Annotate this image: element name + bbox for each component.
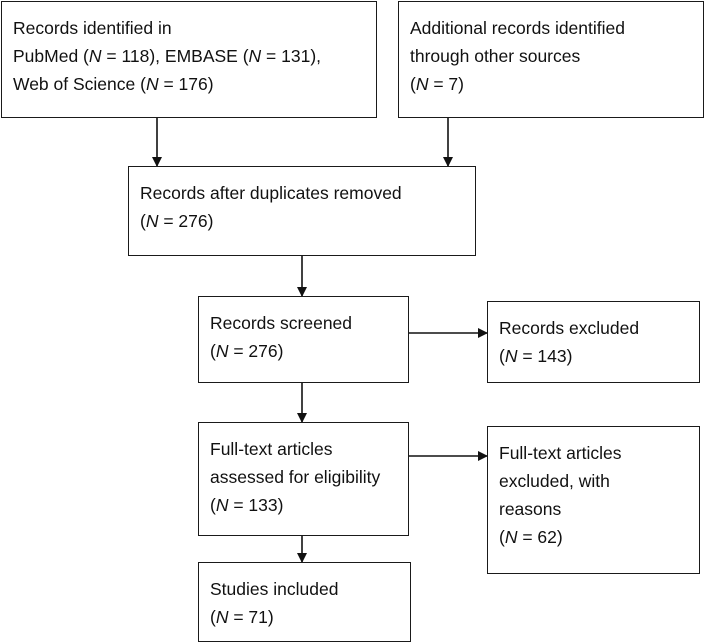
fulltext-excluded-line2: excluded, with bbox=[499, 471, 610, 491]
additional-records-box: Additional records identified through ot… bbox=[398, 1, 704, 118]
duplicates-removed-line2: (N = 276) bbox=[140, 211, 214, 231]
additional-records-line3: (N = 7) bbox=[410, 74, 464, 94]
studies-included-line1: Studies included bbox=[210, 579, 339, 599]
records-excluded-line2: (N = 143) bbox=[499, 346, 573, 366]
fulltext-assessed-line2: assessed for eligibility bbox=[210, 467, 381, 487]
records-excluded-box: Records excluded (N = 143) bbox=[487, 301, 700, 383]
duplicates-removed-box: Records after duplicates removed (N = 27… bbox=[128, 166, 476, 256]
records-excluded-line1: Records excluded bbox=[499, 318, 640, 338]
records-identified-line2: PubMed (N = 118), EMBASE (N = 131), bbox=[13, 46, 322, 66]
records-identified-box: Records identified in PubMed (N = 118), … bbox=[1, 1, 377, 118]
studies-included-box: Studies included (N = 71) bbox=[198, 562, 411, 642]
records-identified-line3: Web of Science (N = 176) bbox=[13, 74, 214, 94]
fulltext-excluded-line4: (N = 62) bbox=[499, 527, 563, 547]
additional-records-line2: through other sources bbox=[410, 46, 581, 66]
fulltext-excluded-line3: reasons bbox=[499, 499, 562, 519]
studies-included-line2: (N = 71) bbox=[210, 607, 274, 627]
fulltext-assessed-line3: (N = 133) bbox=[210, 495, 284, 515]
records-screened-line1: Records screened bbox=[210, 313, 353, 333]
duplicates-removed-line1: Records after duplicates removed bbox=[140, 183, 402, 203]
fulltext-assessed-box: Full-text articles assessed for eligibil… bbox=[198, 422, 409, 536]
fulltext-excluded-box: Full-text articles excluded, with reason… bbox=[487, 426, 700, 574]
fulltext-assessed-line1: Full-text articles bbox=[210, 439, 333, 459]
records-screened-line2: (N = 276) bbox=[210, 341, 284, 361]
records-identified-line1: Records identified in bbox=[13, 18, 172, 38]
records-screened-box: Records screened (N = 276) bbox=[198, 296, 409, 383]
fulltext-excluded-line1: Full-text articles bbox=[499, 443, 622, 463]
additional-records-line1: Additional records identified bbox=[410, 18, 625, 38]
